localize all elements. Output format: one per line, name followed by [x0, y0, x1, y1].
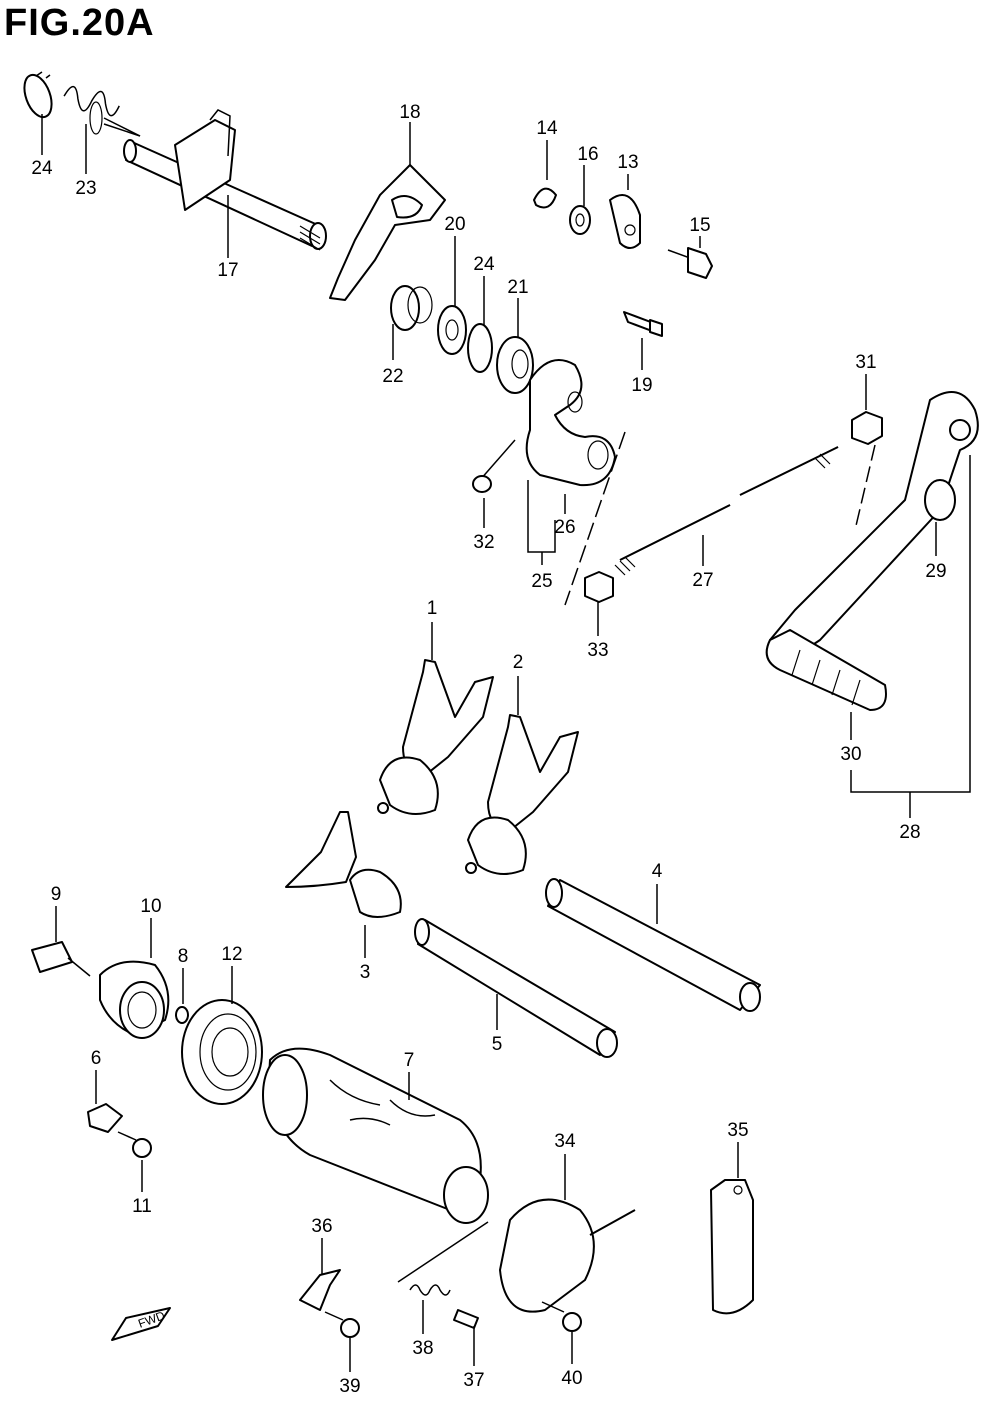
cam-stopper-13 [609, 194, 641, 249]
callout-31: 31 [855, 352, 876, 373]
callout-15: 15 [689, 215, 710, 236]
stopper-plate-36 [299, 1269, 341, 1311]
shift-fork-1 [377, 659, 494, 815]
screw-39 [324, 1311, 360, 1338]
callout-21: 21 [507, 277, 528, 298]
callout-27: 27 [692, 570, 713, 591]
shift-fork-3 [285, 811, 402, 918]
bolt-32 [472, 439, 516, 493]
bolt-15 [667, 247, 713, 279]
callout-20: 20 [444, 214, 465, 235]
callout-9: 9 [51, 884, 62, 905]
strap-35 [710, 1179, 754, 1315]
callout-39: 39 [339, 1376, 360, 1397]
callout-7: 7 [404, 1050, 415, 1071]
gearshift-arm-18 [329, 164, 446, 301]
callout-3: 3 [360, 962, 371, 983]
callout-6: 6 [91, 1048, 102, 1069]
cam-guide-34 [499, 1198, 636, 1313]
pin-9 [31, 941, 91, 977]
callout-4: 4 [652, 861, 663, 882]
callout-12: 12 [221, 944, 242, 965]
callout-10: 10 [140, 896, 161, 917]
callout-29: 29 [925, 561, 946, 582]
callout-11: 11 [132, 1196, 152, 1217]
footrest-rubber-30 [765, 629, 887, 711]
washer-16 [569, 205, 591, 235]
shift-lever-clamp-26 [525, 359, 616, 487]
spring-23 [63, 85, 120, 135]
callout-24-top: 24 [31, 158, 53, 179]
fork-shaft-4 [545, 878, 761, 1012]
callout-16: 16 [577, 144, 598, 165]
callout-26: 26 [554, 517, 575, 538]
pin-8 [175, 1006, 189, 1024]
callout-37: 37 [463, 1370, 484, 1391]
pin-37 [453, 1309, 479, 1329]
tie-rod-27 [614, 446, 839, 576]
callout-24-mid: 24 [473, 254, 495, 275]
gearshift-cam-7 [262, 1047, 489, 1224]
callout-1: 1 [427, 598, 438, 619]
oil-seal-21 [496, 336, 534, 394]
callout-18: 18 [399, 102, 420, 123]
figure-title: FIG.20A [4, 2, 155, 44]
leader-lines [41, 114, 971, 1372]
callout-33: 33 [587, 640, 608, 661]
bolt-19 [623, 311, 663, 337]
callout-13: 13 [617, 152, 638, 173]
nut-33 [584, 571, 614, 603]
callout-34: 34 [554, 1131, 576, 1152]
callout-14: 14 [536, 118, 558, 139]
callout-25: 25 [531, 571, 552, 592]
pin-14 [533, 187, 557, 209]
screw-11 [117, 1131, 152, 1158]
callout-5: 5 [492, 1034, 503, 1055]
callout-17: 17 [217, 260, 238, 281]
callout-35: 35 [727, 1120, 748, 1141]
cam-stopper-plate-10 [99, 960, 170, 1039]
spring-22 [390, 285, 433, 331]
callout-28: 28 [899, 822, 920, 843]
callout-labels: 24 23 17 18 14 16 13 15 20 24 21 22 19 3… [31, 102, 946, 1397]
screw-40 [541, 1301, 582, 1332]
callout-40: 40 [561, 1368, 582, 1389]
gearshift-lever-29 [769, 391, 979, 661]
circlip-24-mid [467, 323, 493, 373]
callout-36: 36 [311, 1216, 332, 1237]
stopper-6 [87, 1103, 123, 1133]
nut-31 [851, 411, 883, 445]
callout-22: 22 [382, 366, 403, 387]
bearing-12 [181, 999, 263, 1105]
shift-fork-2 [465, 714, 579, 875]
callout-30: 30 [840, 744, 861, 765]
washer-20 [437, 305, 467, 355]
fork-shaft-5 [414, 918, 618, 1058]
callout-32: 32 [473, 532, 494, 553]
fwd-arrow: FWD [111, 1307, 171, 1341]
callout-23: 23 [75, 178, 96, 199]
callout-38: 38 [412, 1338, 433, 1359]
callout-19: 19 [631, 375, 652, 396]
callout-8: 8 [178, 946, 189, 967]
shift-shaft-17 [123, 109, 327, 251]
callout-2: 2 [513, 652, 524, 673]
spring-38 [409, 1284, 451, 1296]
circlip-24-top [23, 71, 53, 119]
